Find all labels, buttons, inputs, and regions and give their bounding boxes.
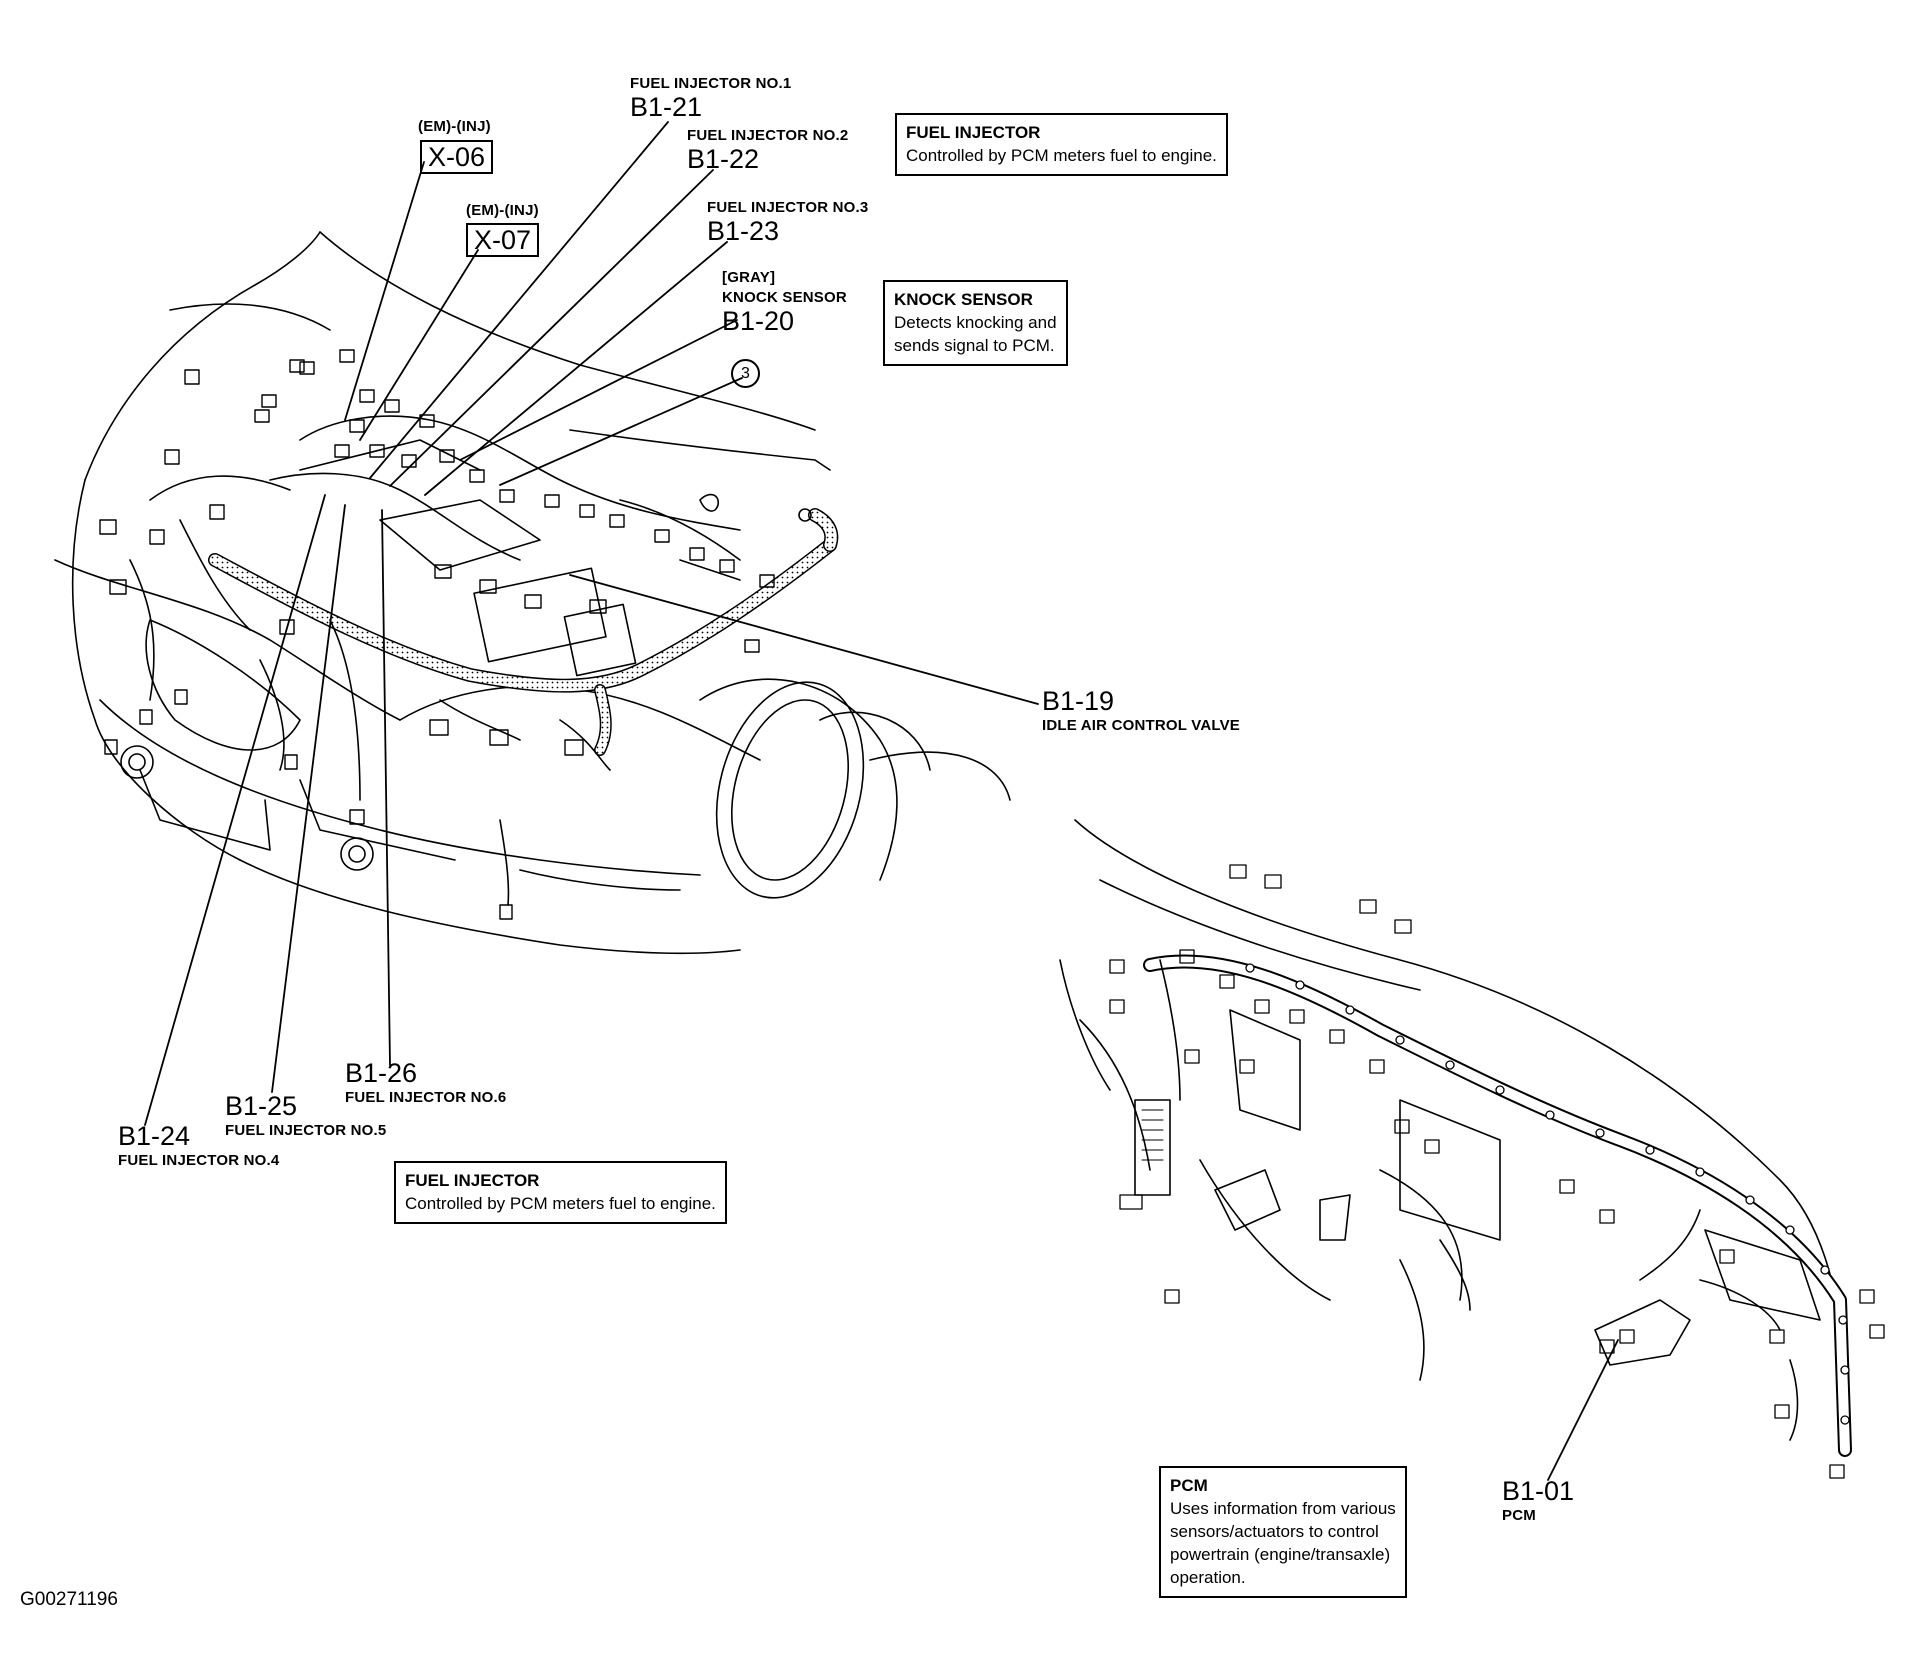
connector-x-07: X-07 xyxy=(466,223,540,257)
idle-air-control-valve-label: IDLE AIR CONTROL VALVE xyxy=(1042,717,1241,734)
fuel-injector-info-box-bottom: FUEL INJECTOR Controlled by PCM meters f… xyxy=(394,1161,727,1224)
connector-b1-26: B1-26 xyxy=(345,1058,418,1088)
connector-b1-21: B1-21 xyxy=(630,92,703,122)
dashboard-illustration xyxy=(1059,819,1885,1479)
pcm-label: PCM xyxy=(1502,1507,1536,1524)
front-vehicle-illustration xyxy=(54,231,1011,955)
fuel-injector-info-box-top: FUEL INJECTOR Controlled by PCM meters f… xyxy=(895,113,1228,176)
figure-id: G00271196 xyxy=(20,1589,118,1610)
reference-marker-3: 3 xyxy=(731,359,760,388)
fuel-injector-4-label: FUEL INJECTOR NO.4 xyxy=(118,1152,280,1169)
connector-b1-25: B1-25 xyxy=(225,1091,298,1121)
connector-b1-22: B1-22 xyxy=(687,144,760,174)
knock-sensor-info-box: KNOCK SENSOR Detects knocking and sends … xyxy=(883,280,1068,366)
info-text: Controlled by PCM meters fuel to engine. xyxy=(405,1194,716,1213)
fuel-injector-5-label: FUEL INJECTOR NO.5 xyxy=(225,1122,387,1139)
connector-b1-19: B1-19 xyxy=(1042,686,1115,716)
info-title: PCM xyxy=(1170,1476,1208,1495)
connector-b1-24: B1-24 xyxy=(118,1121,191,1151)
knock-sensor-label: KNOCK SENSOR xyxy=(722,289,847,306)
connector-b1-23: B1-23 xyxy=(707,216,780,246)
connector-b1-01: B1-01 xyxy=(1502,1476,1575,1506)
pcm-info-box: PCM Uses information from various sensor… xyxy=(1159,1466,1407,1598)
info-text: Detects knocking and sends signal to PCM… xyxy=(894,313,1057,355)
connector-x-06: X-06 xyxy=(420,140,494,174)
fuel-injector-6-label: FUEL INJECTOR NO.6 xyxy=(345,1089,507,1106)
fuel-injector-1-label: FUEL INJECTOR NO.1 xyxy=(630,75,792,92)
info-title: KNOCK SENSOR xyxy=(894,290,1033,309)
x06-tag: (EM)-(INJ) xyxy=(418,118,491,135)
x07-tag: (EM)-(INJ) xyxy=(466,202,539,219)
fuel-injector-2-label: FUEL INJECTOR NO.2 xyxy=(687,127,849,144)
fuel-injector-3-label: FUEL INJECTOR NO.3 xyxy=(707,199,869,216)
info-text: Controlled by PCM meters fuel to engine. xyxy=(906,146,1217,165)
info-title: FUEL INJECTOR xyxy=(906,123,1041,142)
info-title: FUEL INJECTOR xyxy=(405,1171,540,1190)
connector-b1-20: B1-20 xyxy=(722,306,795,336)
leader-lines xyxy=(144,121,1619,1481)
knock-sensor-color-label: [GRAY] xyxy=(722,269,776,286)
info-text: Uses information from various sensors/ac… xyxy=(1170,1499,1396,1587)
